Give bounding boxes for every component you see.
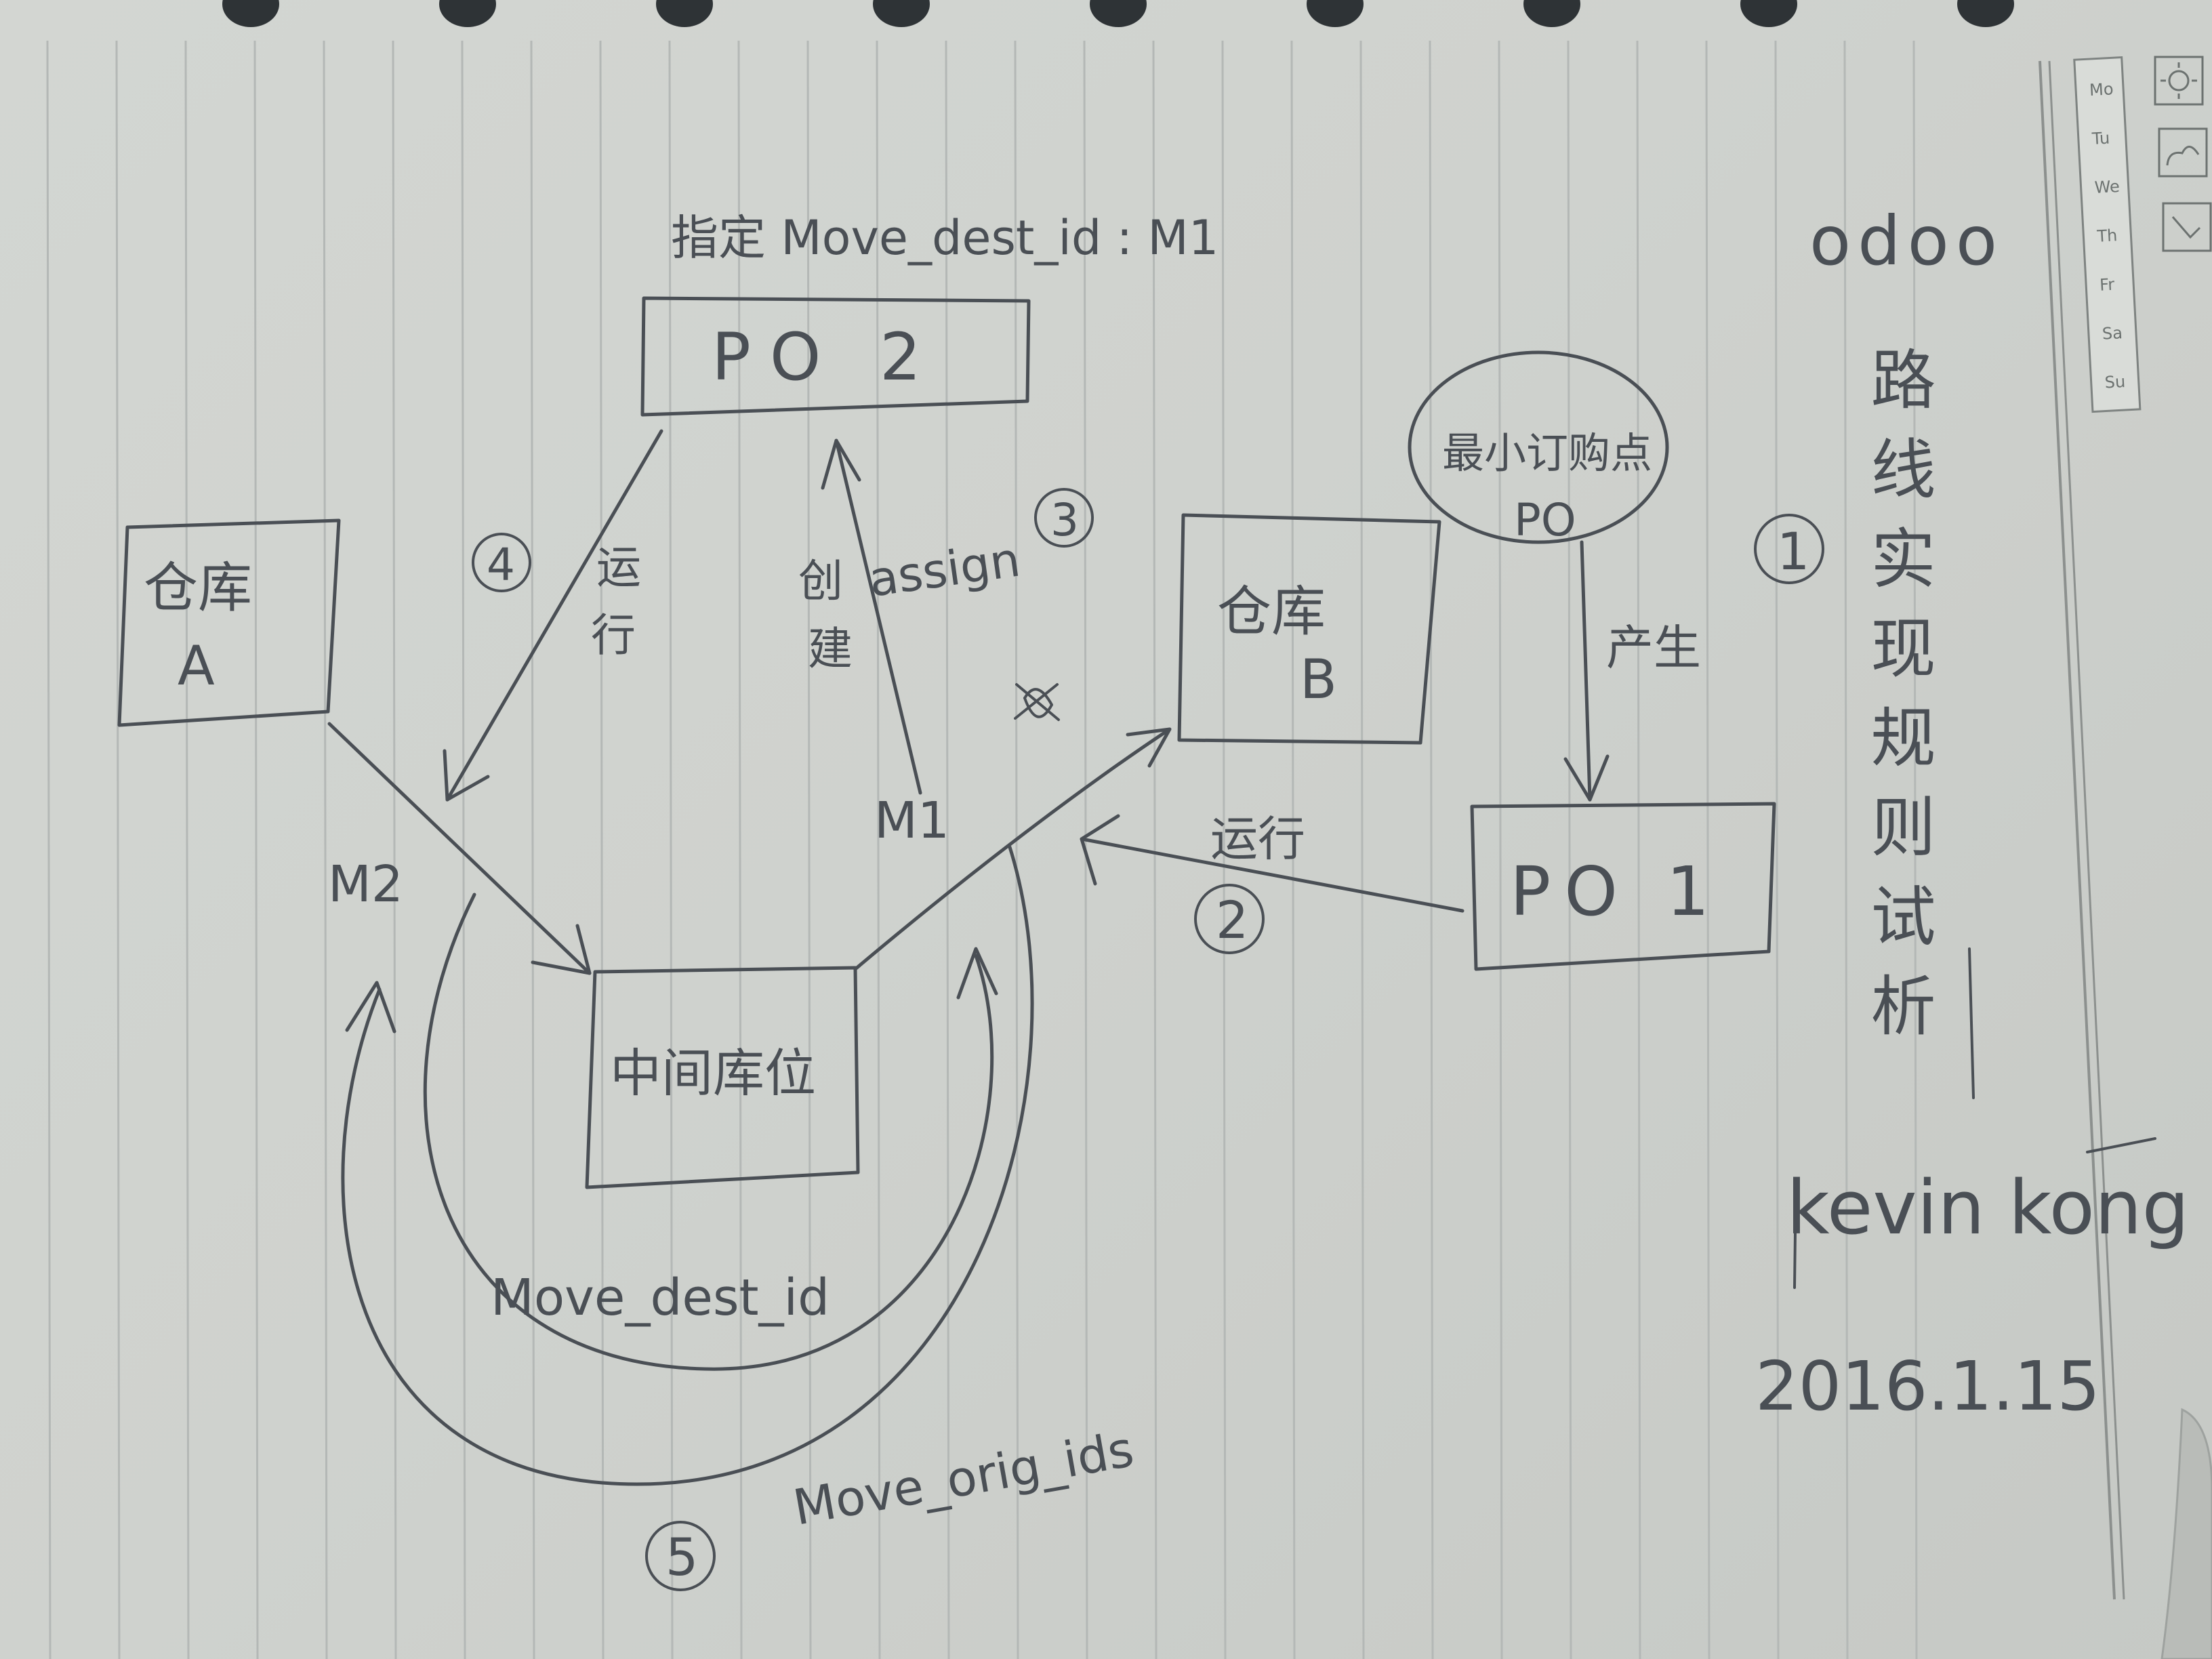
arrow-produce: 产生: [1563, 540, 1701, 802]
binder-hole: [873, 0, 930, 27]
step-2-label: 2: [1216, 890, 1248, 950]
run-4-label-2: 行: [591, 609, 636, 661]
weekday-tu: Tu: [2091, 129, 2110, 148]
step-1-label: 1: [1777, 521, 1809, 581]
weekday-mo: Mo: [2089, 79, 2114, 100]
min-order-label-1: 最小订购点: [1442, 428, 1652, 478]
author-label: kevin kong: [1786, 1164, 2189, 1251]
produce-label: 产生: [1606, 620, 1701, 676]
po2-label: PO 2: [712, 319, 940, 395]
arrow-run-2: 运行: [1080, 811, 1465, 913]
run-2-label: 运行: [1210, 811, 1305, 867]
step-1-marker: 1: [1754, 514, 1824, 584]
weekday-sa: Sa: [2102, 323, 2123, 344]
step-4-label: 4: [487, 539, 515, 591]
po2-box: PO 2: [640, 296, 1031, 417]
weekday-fr: Fr: [2099, 275, 2114, 295]
binder-hole: [1740, 0, 1797, 27]
warehouse-b-label-1: 仓库: [1217, 580, 1326, 643]
create-label-1: 创: [798, 555, 843, 607]
step-4-marker: 4: [472, 533, 531, 592]
signature-stroke: [1793, 1137, 2156, 1289]
binder-hole: [1957, 0, 2014, 27]
move-dest-id-label: Move_dest_id: [491, 1269, 830, 1327]
step-5-label: 5: [665, 1527, 698, 1587]
move-orig-ids-label: Move_orig_ids: [789, 1420, 1138, 1536]
step-5-marker: 5: [645, 1521, 716, 1591]
binder-hole: [439, 0, 496, 27]
cloud-icon: [2158, 127, 2208, 178]
sidebar-title: odoo: [1809, 201, 2004, 281]
warehouse-a-label-2: A: [178, 634, 215, 697]
middle-location-label: 中间库位: [610, 1043, 816, 1103]
arrow-a-to-middle: [327, 722, 592, 975]
step-2-marker: 2: [1194, 884, 1265, 954]
arrow-create-assign: 创 建 assign: [798, 438, 1023, 795]
date-label: 2016.1.15: [1755, 1347, 2100, 1426]
warehouse-b-box: 仓库 B: [1177, 513, 1441, 745]
create-label-2: 建: [808, 623, 853, 675]
binder-hole: [1090, 0, 1147, 27]
weekday-strip: Mo Tu We Th Fr Sa Su: [2073, 56, 2142, 413]
binder-hole: [1523, 0, 1580, 27]
step-3-marker: 3: [1034, 488, 1094, 548]
arrow-run-4: 运 行: [443, 429, 663, 802]
warehouse-a-box: 仓库 A: [117, 518, 341, 727]
weekday-we: We: [2094, 177, 2121, 197]
move-dest-loop: Move_dest_id: [423, 893, 998, 1371]
run-4-label-1: 运: [596, 541, 641, 594]
min-order-point: 最小订购点 PO: [1408, 350, 1669, 546]
arrow-middle-to-b: [853, 727, 1172, 971]
rain-icon: [2162, 202, 2212, 252]
m1-label: M1: [874, 792, 949, 850]
binder-hole: [222, 0, 279, 27]
margin-lines: [2039, 60, 2125, 1600]
binder-hole: [1307, 0, 1364, 27]
middle-location-box: 中间库位: [585, 966, 860, 1189]
sidebar-subtitle: 路线实现规则试析: [1860, 346, 1936, 1061]
sun-icon: [2154, 56, 2204, 106]
weekday-su: Su: [2104, 372, 2126, 392]
binder-holes: [222, 0, 2014, 27]
page-edge: [2160, 1408, 2212, 1659]
weekday-th: Th: [2096, 226, 2118, 246]
po1-box: PO 1: [1470, 802, 1776, 971]
assign-label: assign: [865, 531, 1023, 607]
scribble-mark: [1014, 683, 1060, 721]
warehouse-b-label-2: B: [1300, 648, 1337, 711]
m2-label: M2: [328, 855, 403, 914]
po1-label: PO 1: [1510, 852, 1723, 931]
binder-hole: [656, 0, 713, 27]
top-note: 指定 Move_dest_id : M1: [671, 210, 1218, 266]
weather-icons: [2154, 56, 2212, 252]
weekday-strip-frame: [2073, 56, 2142, 413]
step-3-label: 3: [1050, 494, 1079, 546]
subtitle-tail: [1968, 947, 1975, 1099]
warehouse-a-label-1: 仓库: [144, 556, 252, 619]
min-order-label-2: PO: [1514, 494, 1576, 546]
ruled-lines: [46, 40, 1918, 1659]
